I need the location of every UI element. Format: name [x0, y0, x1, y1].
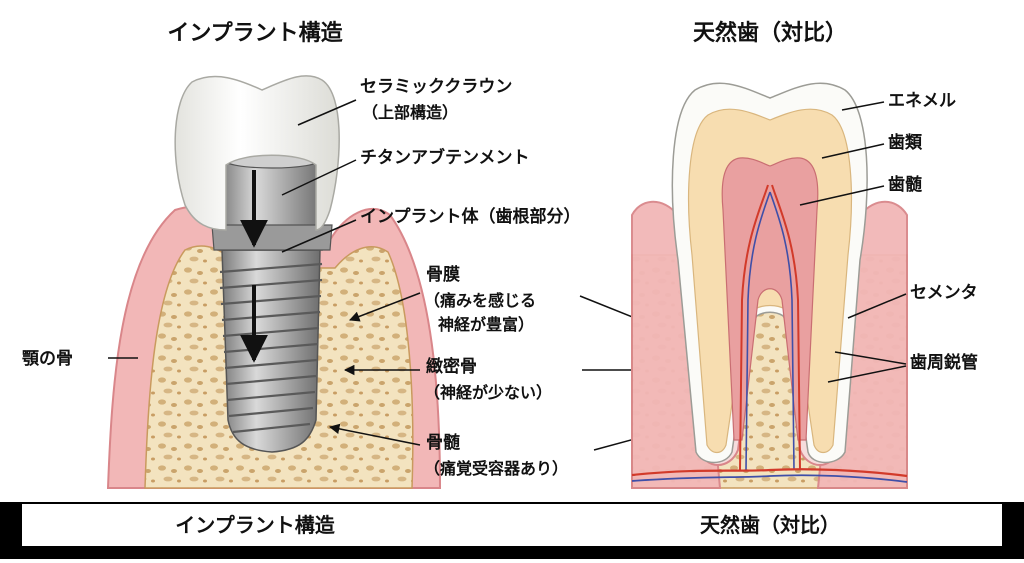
label-jaw-bone: 顎の骨 — [22, 349, 73, 369]
leader-cementum — [847, 293, 907, 319]
implant-crown — [174, 75, 340, 231]
bone-vessel-blue — [631, 474, 908, 483]
label-abutment: チタンアブテンメント — [360, 147, 530, 168]
leader-dentin — [821, 143, 885, 159]
footer-left-title: インプラント構造 — [175, 513, 335, 537]
label-marrow-sub: （痛覚受容器あり） — [424, 459, 568, 478]
label-marrow: 骨髄 — [426, 432, 461, 453]
label-periosteum-sub1: （痛みを感じる — [424, 291, 536, 310]
label-crown: セラミッククラウン — [360, 77, 512, 97]
implant-illustration — [106, 75, 442, 489]
implant-fixture — [221, 249, 321, 453]
label-crown-sub: （上部構造） — [362, 103, 458, 122]
natural-title: 天然歯（対比） — [693, 20, 847, 46]
nerve-red-right — [771, 184, 801, 471]
nerve-red-left — [739, 184, 769, 471]
leader-pulp — [799, 185, 885, 206]
label-periosteum: 骨膜 — [426, 264, 460, 285]
arrow-periosteum-left — [349, 292, 421, 322]
bone-vessel-red — [631, 468, 908, 478]
implant-threads — [219, 262, 323, 434]
label-cortical-sub: （神経が少ない） — [424, 383, 552, 402]
natural-illustration — [631, 82, 908, 489]
label-periosteum-sub2: 神経が豊富） — [438, 315, 534, 334]
nerve-blue-left — [745, 191, 771, 471]
leader-ligament-upper — [834, 351, 907, 365]
arrow-marrow-left — [328, 423, 421, 446]
footer-panel — [22, 504, 1002, 546]
label-fixture: インプラント体（歯根部分） — [360, 206, 581, 227]
footer-right-title: 天然歯（対比） — [700, 513, 840, 537]
label-ligament: 歯周鋭管 — [910, 352, 978, 373]
nerve-blue-right — [769, 191, 795, 471]
leader-enamel — [841, 101, 885, 111]
leader-ligament-lower — [827, 365, 907, 383]
label-pulp: 歯髄 — [888, 174, 923, 195]
label-cementum: セメンタ — [910, 283, 978, 303]
pulp-chamber — [721, 157, 819, 441]
leader-crown — [297, 99, 357, 126]
implant-title: インプラント構造 — [167, 20, 342, 46]
label-enamel: エネメル — [888, 91, 956, 111]
label-cortical: 緻密骨 — [426, 356, 477, 377]
leader-abutment — [281, 159, 357, 196]
leader-fixture — [281, 219, 357, 253]
label-dentin: 歯類 — [888, 132, 923, 153]
